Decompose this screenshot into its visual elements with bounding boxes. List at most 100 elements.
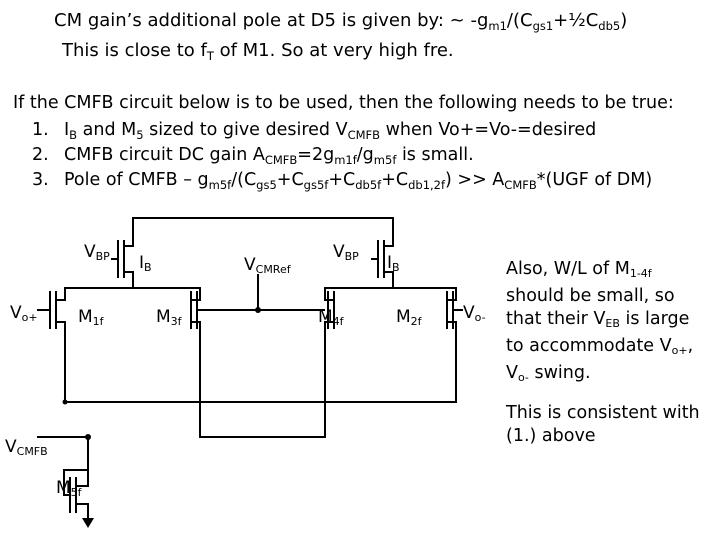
m2f-label: M2f — [396, 307, 422, 332]
ib-left-main: I — [139, 253, 145, 273]
right-current-source-transistor — [371, 217, 394, 289]
condition-item-3-sub-b: gs5 — [256, 178, 277, 192]
intro-line-1-sub-c: db5 — [598, 19, 621, 33]
side-note-wl-sub-c: o+ — [671, 344, 688, 357]
m2f-sub: 2f — [410, 315, 422, 328]
m3f-main: M — [156, 307, 171, 327]
condition-item-3-text-d: +C — [328, 170, 356, 190]
condition-item-1-sub-a: B — [69, 128, 78, 142]
condition-item-1-sub-b: 5 — [136, 128, 144, 142]
condition-item-2-sub-c: m5f — [373, 153, 397, 167]
m5f-main: M — [56, 478, 71, 498]
intro-line-1: CM gain’s additional pole at D5 is given… — [54, 10, 627, 37]
left-current-source-transistor — [111, 217, 394, 289]
m1f-transistor — [49, 287, 66, 403]
condition-item-3: 3.Pole of CMFB – gm5f/(Cgs5+Cgs5f+Cdb5f+… — [32, 169, 652, 196]
vo-plus-main: V — [10, 303, 22, 323]
vcmref-node-dot — [255, 307, 261, 313]
ib-right-label: IB — [387, 253, 400, 278]
condition-item-1: 1.IB and M5 sized to give desired VCMFB … — [32, 119, 596, 146]
vbp-left-main: V — [84, 242, 96, 262]
m2f-main: M — [396, 307, 411, 327]
vcmfb-node-dot — [85, 434, 91, 440]
ib-right-sub: B — [392, 261, 400, 274]
m5f-label: M5f — [56, 478, 82, 503]
vbp-right-label: VBP — [333, 242, 359, 267]
vcmfb-label: VCMFB — [5, 437, 48, 462]
vo-minus-main: V — [463, 303, 475, 323]
vcmref-label: VCMRef — [244, 255, 291, 280]
ib-right-main: I — [387, 253, 393, 273]
side-note-wl-sub-a: 1-4f — [629, 267, 652, 280]
m1f-main: M — [78, 307, 93, 327]
intro-line-2: This is close to fT of M1. So at very hi… — [62, 40, 454, 67]
condition-item-3-number: 3. — [32, 170, 49, 190]
side-note-wl-sub-b: EB — [605, 317, 620, 330]
vo-minus-sub: o- — [474, 311, 486, 324]
condition-item-2-text-d: is small. — [396, 145, 474, 165]
condition-item-3-text-f: ) >> A — [445, 170, 505, 190]
condition-item-2-text-a: CMFB circuit DC gain A — [64, 145, 265, 165]
condition-item-3-sub-d: db5f — [355, 178, 382, 192]
condition-item-2: 2.CMFB circuit DC gain ACMFB=2gm1f/gm5f … — [32, 144, 474, 171]
m3f-sub: 3f — [170, 315, 182, 328]
m1f-sub: 1f — [92, 315, 104, 328]
condition-item-1-sub-c: CMFB — [347, 128, 381, 142]
m5f-transistor — [63, 469, 89, 521]
m4f-transistor — [324, 287, 335, 438]
vo-plus-sub: o+ — [21, 311, 38, 324]
vbp-right-main: V — [333, 242, 345, 262]
ib-left-sub: B — [144, 261, 152, 274]
intro-line-2-text-a: This is close to f — [62, 40, 207, 61]
intro-line-1-sub-b: gs1 — [532, 19, 554, 33]
intro-line-1-text-c: +½C — [553, 10, 599, 31]
m5f-sub: 5f — [70, 486, 82, 499]
condition-item-3-text-c: +C — [276, 170, 304, 190]
condition-item-3-sub-f: CMFB — [504, 178, 537, 192]
side-note-wl-text-c: is large to accommodate V — [506, 309, 690, 356]
condition-item-3-text-b: /(C — [231, 170, 257, 190]
vcmfb-main: V — [5, 437, 17, 457]
condition-item-3-text-e: +C — [381, 170, 409, 190]
condition-item-1-text-a: I — [64, 120, 70, 140]
intro-line-1-text-d: ) — [620, 10, 628, 31]
side-note-wl-text-e: swing. — [528, 363, 591, 383]
m2f-transistor — [446, 287, 463, 403]
condition-item-2-text-b: =2g — [297, 145, 335, 165]
condition-item-2-sub-b: m1f — [334, 153, 357, 167]
m1f-junction-dot — [62, 399, 68, 405]
m5f-ground-arrow — [82, 518, 94, 528]
condition-item-2-text-c: /g — [356, 145, 374, 165]
intro-line-1-text-b: /(C — [506, 10, 533, 31]
intro-line-1-text-a: CM gain’s additional pole at D5 is given… — [54, 10, 489, 31]
vcmfb-sub: CMFB — [16, 445, 48, 458]
conditions-heading: If the CMFB circuit below is to be used,… — [13, 93, 674, 113]
condition-item-1-text-b: and M — [77, 120, 137, 140]
condition-item-1-text-c: sized to give desired V — [143, 120, 348, 140]
side-note-wl-text-d: , V — [506, 336, 694, 383]
vbp-left-label: VBP — [84, 242, 110, 267]
ib-left-label: IB — [139, 253, 152, 278]
condition-item-3-sub-c: gs5f — [303, 178, 329, 192]
condition-item-3-sub-a: m5f — [208, 178, 232, 192]
condition-item-1-text-d: when Vo+=Vo-=desired — [380, 120, 597, 140]
condition-item-1-number: 1. — [32, 120, 49, 140]
condition-item-2-sub-a: CMFB — [264, 153, 298, 167]
side-note-consistent: This is consistent with (1.) above — [506, 403, 700, 446]
intro-line-1-sub-a: m1 — [488, 19, 507, 33]
m4f-main: M — [318, 307, 333, 327]
m1f-label: M1f — [78, 307, 104, 332]
intro-line-2-text-b: of M1. So at very high fre. — [213, 40, 454, 61]
condition-item-3-text-a: Pole of CMFB – g — [64, 170, 209, 190]
vcmref-main: V — [244, 255, 256, 275]
intro-line-2-sub-a: T — [206, 49, 214, 63]
condition-item-3-text-g: *(UGF of DM) — [536, 170, 653, 190]
vo-plus-label: Vo+ — [10, 303, 38, 328]
condition-item-3-sub-e: db1,2f — [408, 178, 446, 192]
vo-minus-label: Vo- — [463, 303, 486, 328]
side-note-wl: Also, W/L of M1-4f should be small, so t… — [506, 258, 711, 389]
vbp-left-sub: BP — [95, 250, 110, 263]
vbp-right-sub: BP — [344, 250, 359, 263]
side-note-wl-sub-d: o- — [517, 371, 529, 384]
